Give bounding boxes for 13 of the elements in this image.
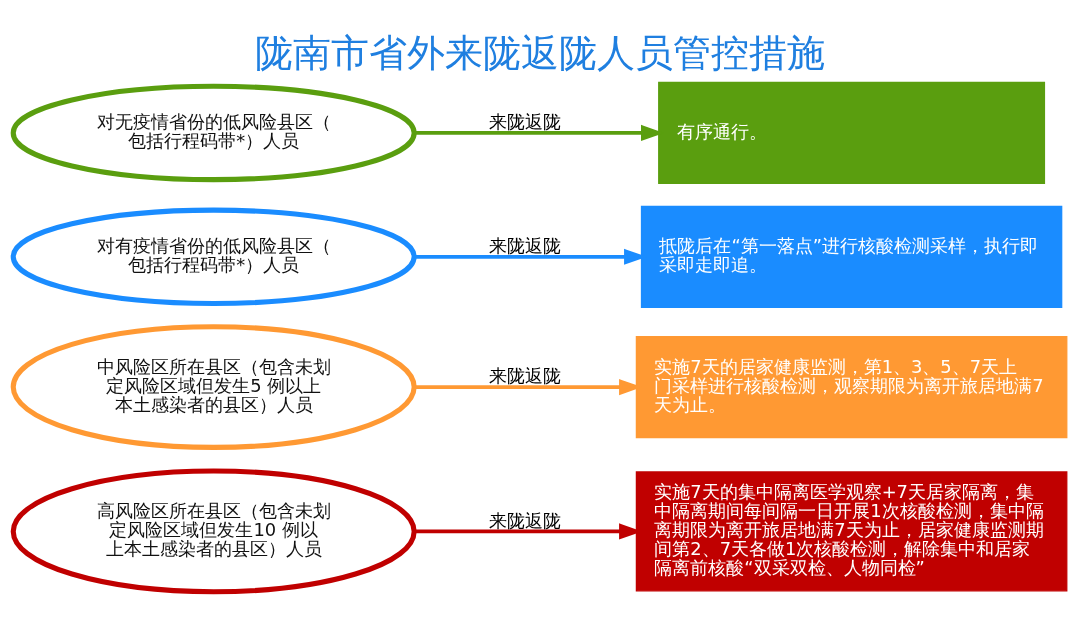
node-ellipse: 对无疫情省份的低风险县区（包括行程码带*）人员 [10,83,417,183]
node-box: 抵陇后在“第一落点”进行核酸检测采样，执行即采即走即追。 [640,205,1063,308]
diagram-title: 陇南市省外来陇返陇人员管控措施 [255,29,825,75]
node-ellipse: 中风险区所在县区（包含未划定风险区域但发生5 例以上本土感染者的县区）人员 [10,324,417,450]
edge-label: 来陇返陇 [489,365,562,387]
node-ellipse: 对有疫情省份的低风险县区（包括行程码带*）人员 [10,207,417,306]
node-ellipse: 高风险区所在县区（包含未划定风险区域但发生10 例以上本土感染者的县区）人员 [10,468,417,595]
edge-label: 来陇返陇 [489,509,562,531]
node-box: 有序通行。 [658,81,1046,184]
edge-label: 来陇返陇 [489,111,562,133]
node-box: 实施7天的居家健康监测，第1、3、5、7天上门采样进行核酸检测，观察期限为离开旅居地满7天为止。 [635,336,1068,439]
node-box: 实施7天的集中隔离医学观察+7天居家隔离，集中隔离期间每间隔一日开展1次核酸检测，集中隔离期限为离开旅居地满7天为止，居家健康监测期间第2、7天各做1次核酸检测，解除集中和居家隔离前核酸“双采双检、人物同检” [635,471,1068,592]
edge-label: 来陇返陇 [489,234,562,256]
